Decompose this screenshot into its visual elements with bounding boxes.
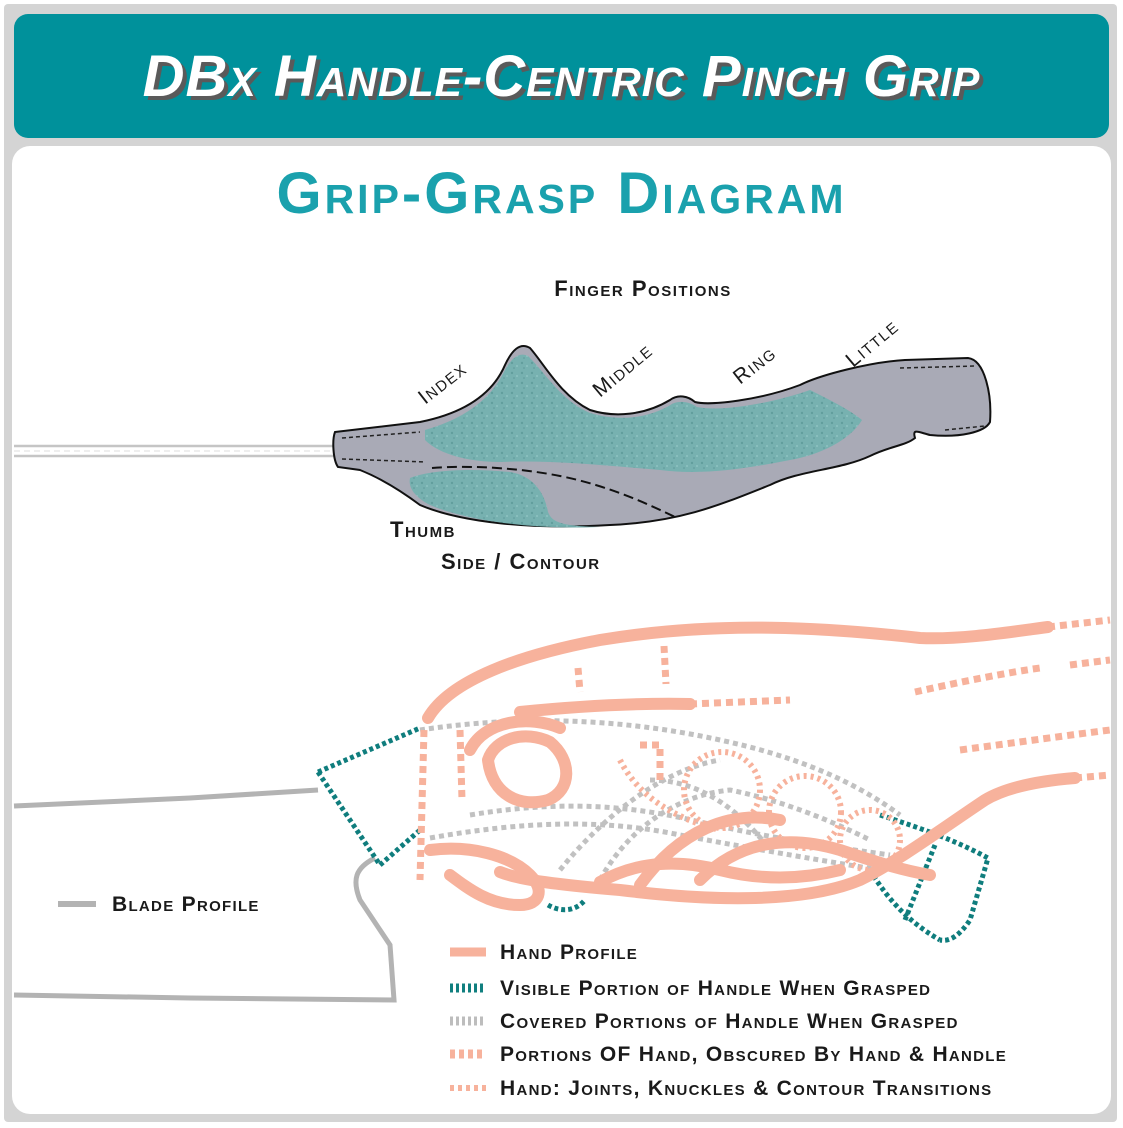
hand-profile-lines xyxy=(422,621,1081,911)
legend-label-obscured-hand: Portions OF Hand, Obscured By Hand & Han… xyxy=(500,1043,1007,1066)
knuckle-joint-marks xyxy=(617,749,903,873)
page-title: DBx Handle-Centric Pinch Grip xyxy=(142,43,981,109)
thumb-contact-area xyxy=(409,470,600,528)
side-contour-line xyxy=(431,465,676,518)
title-banner: DBx Handle-Centric Pinch Grip xyxy=(14,14,1109,138)
finger-contact-area xyxy=(425,354,862,472)
content-panel xyxy=(12,146,1111,1114)
finger-label-ring: Ring xyxy=(729,341,781,389)
blade-profile-label: Blade Profile xyxy=(112,893,260,916)
handle-top-view xyxy=(14,345,992,528)
legend-label-joints: Hand: Joints, Knuckles & Contour Transit… xyxy=(500,1077,992,1100)
blade-profile-outline xyxy=(13,787,397,1003)
finger-positions-heading: Finger Positions xyxy=(554,276,731,301)
thumb-label: Thumb xyxy=(390,517,456,542)
handle-detail-line xyxy=(341,431,421,439)
obscured-hand-lines xyxy=(416,616,1111,881)
diagram-subtitle: Grip-Grasp Diagram xyxy=(276,161,847,226)
grasp-diagram xyxy=(13,616,1111,1003)
visible-handle-lines xyxy=(315,725,991,943)
finger-label-middle: Middle xyxy=(588,339,657,402)
handle-detail-line xyxy=(899,365,976,369)
finger-label-index: Index xyxy=(414,357,472,409)
legend: Hand Profile Visible Portion of Handle W… xyxy=(450,941,1007,1100)
legend-label-visible-handle: Visible Portion of Handle When Grasped xyxy=(500,977,931,1000)
legend-label-covered-handle: Covered Portions of Handle When Grasped xyxy=(500,1010,959,1033)
legend-label-hand-profile: Hand Profile xyxy=(500,941,638,964)
side-contour-label: Side / Contour xyxy=(441,549,601,574)
